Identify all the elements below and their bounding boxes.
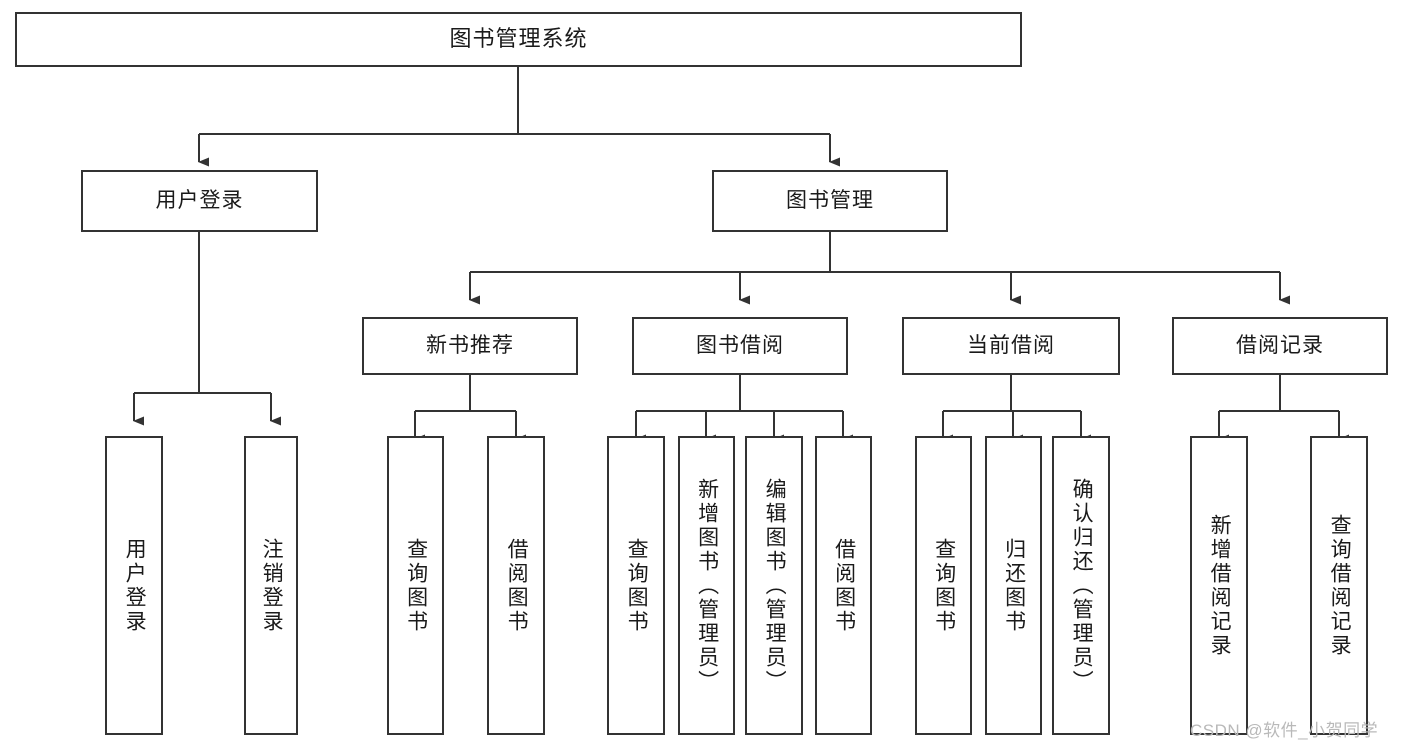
leaf-query-book-recommend[interactable]: 查询图书	[387, 436, 444, 735]
leaf-query-borrow-record[interactable]: 查询借阅记录	[1310, 436, 1368, 735]
leaf-add-book-admin[interactable]: 新增图书（管理员）	[678, 436, 735, 735]
leaf-user-login[interactable]: 用户登录	[105, 436, 163, 735]
leaf-add-borrow-record[interactable]: 新增借阅记录	[1190, 436, 1248, 735]
edge-paths	[133, 67, 1349, 444]
node-book-borrow[interactable]: 图书借阅	[632, 317, 848, 375]
csdn-watermark: CSDN @软件_小贺同学	[1190, 721, 1379, 740]
leaf-query-book-borrow[interactable]: 查询图书	[607, 436, 665, 735]
node-borrow-record[interactable]: 借阅记录	[1172, 317, 1388, 375]
node-root-system[interactable]: 图书管理系统	[15, 12, 1022, 67]
leaf-edit-book-admin[interactable]: 编辑图书（管理员）	[745, 436, 803, 735]
leaf-return-book[interactable]: 归还图书	[985, 436, 1042, 735]
leaf-user-logout[interactable]: 注销登录	[244, 436, 298, 735]
node-book-management-module[interactable]: 图书管理	[712, 170, 948, 232]
leaf-query-book-current[interactable]: 查询图书	[915, 436, 972, 735]
node-user-login-module[interactable]: 用户登录	[81, 170, 318, 232]
leaf-confirm-return-admin[interactable]: 确认归还（管理员）	[1052, 436, 1110, 735]
leaf-borrow-book-recommend[interactable]: 借阅图书	[487, 436, 545, 735]
leaf-borrow-book[interactable]: 借阅图书	[815, 436, 872, 735]
node-new-book-recommend[interactable]: 新书推荐	[362, 317, 578, 375]
node-current-borrow[interactable]: 当前借阅	[902, 317, 1120, 375]
